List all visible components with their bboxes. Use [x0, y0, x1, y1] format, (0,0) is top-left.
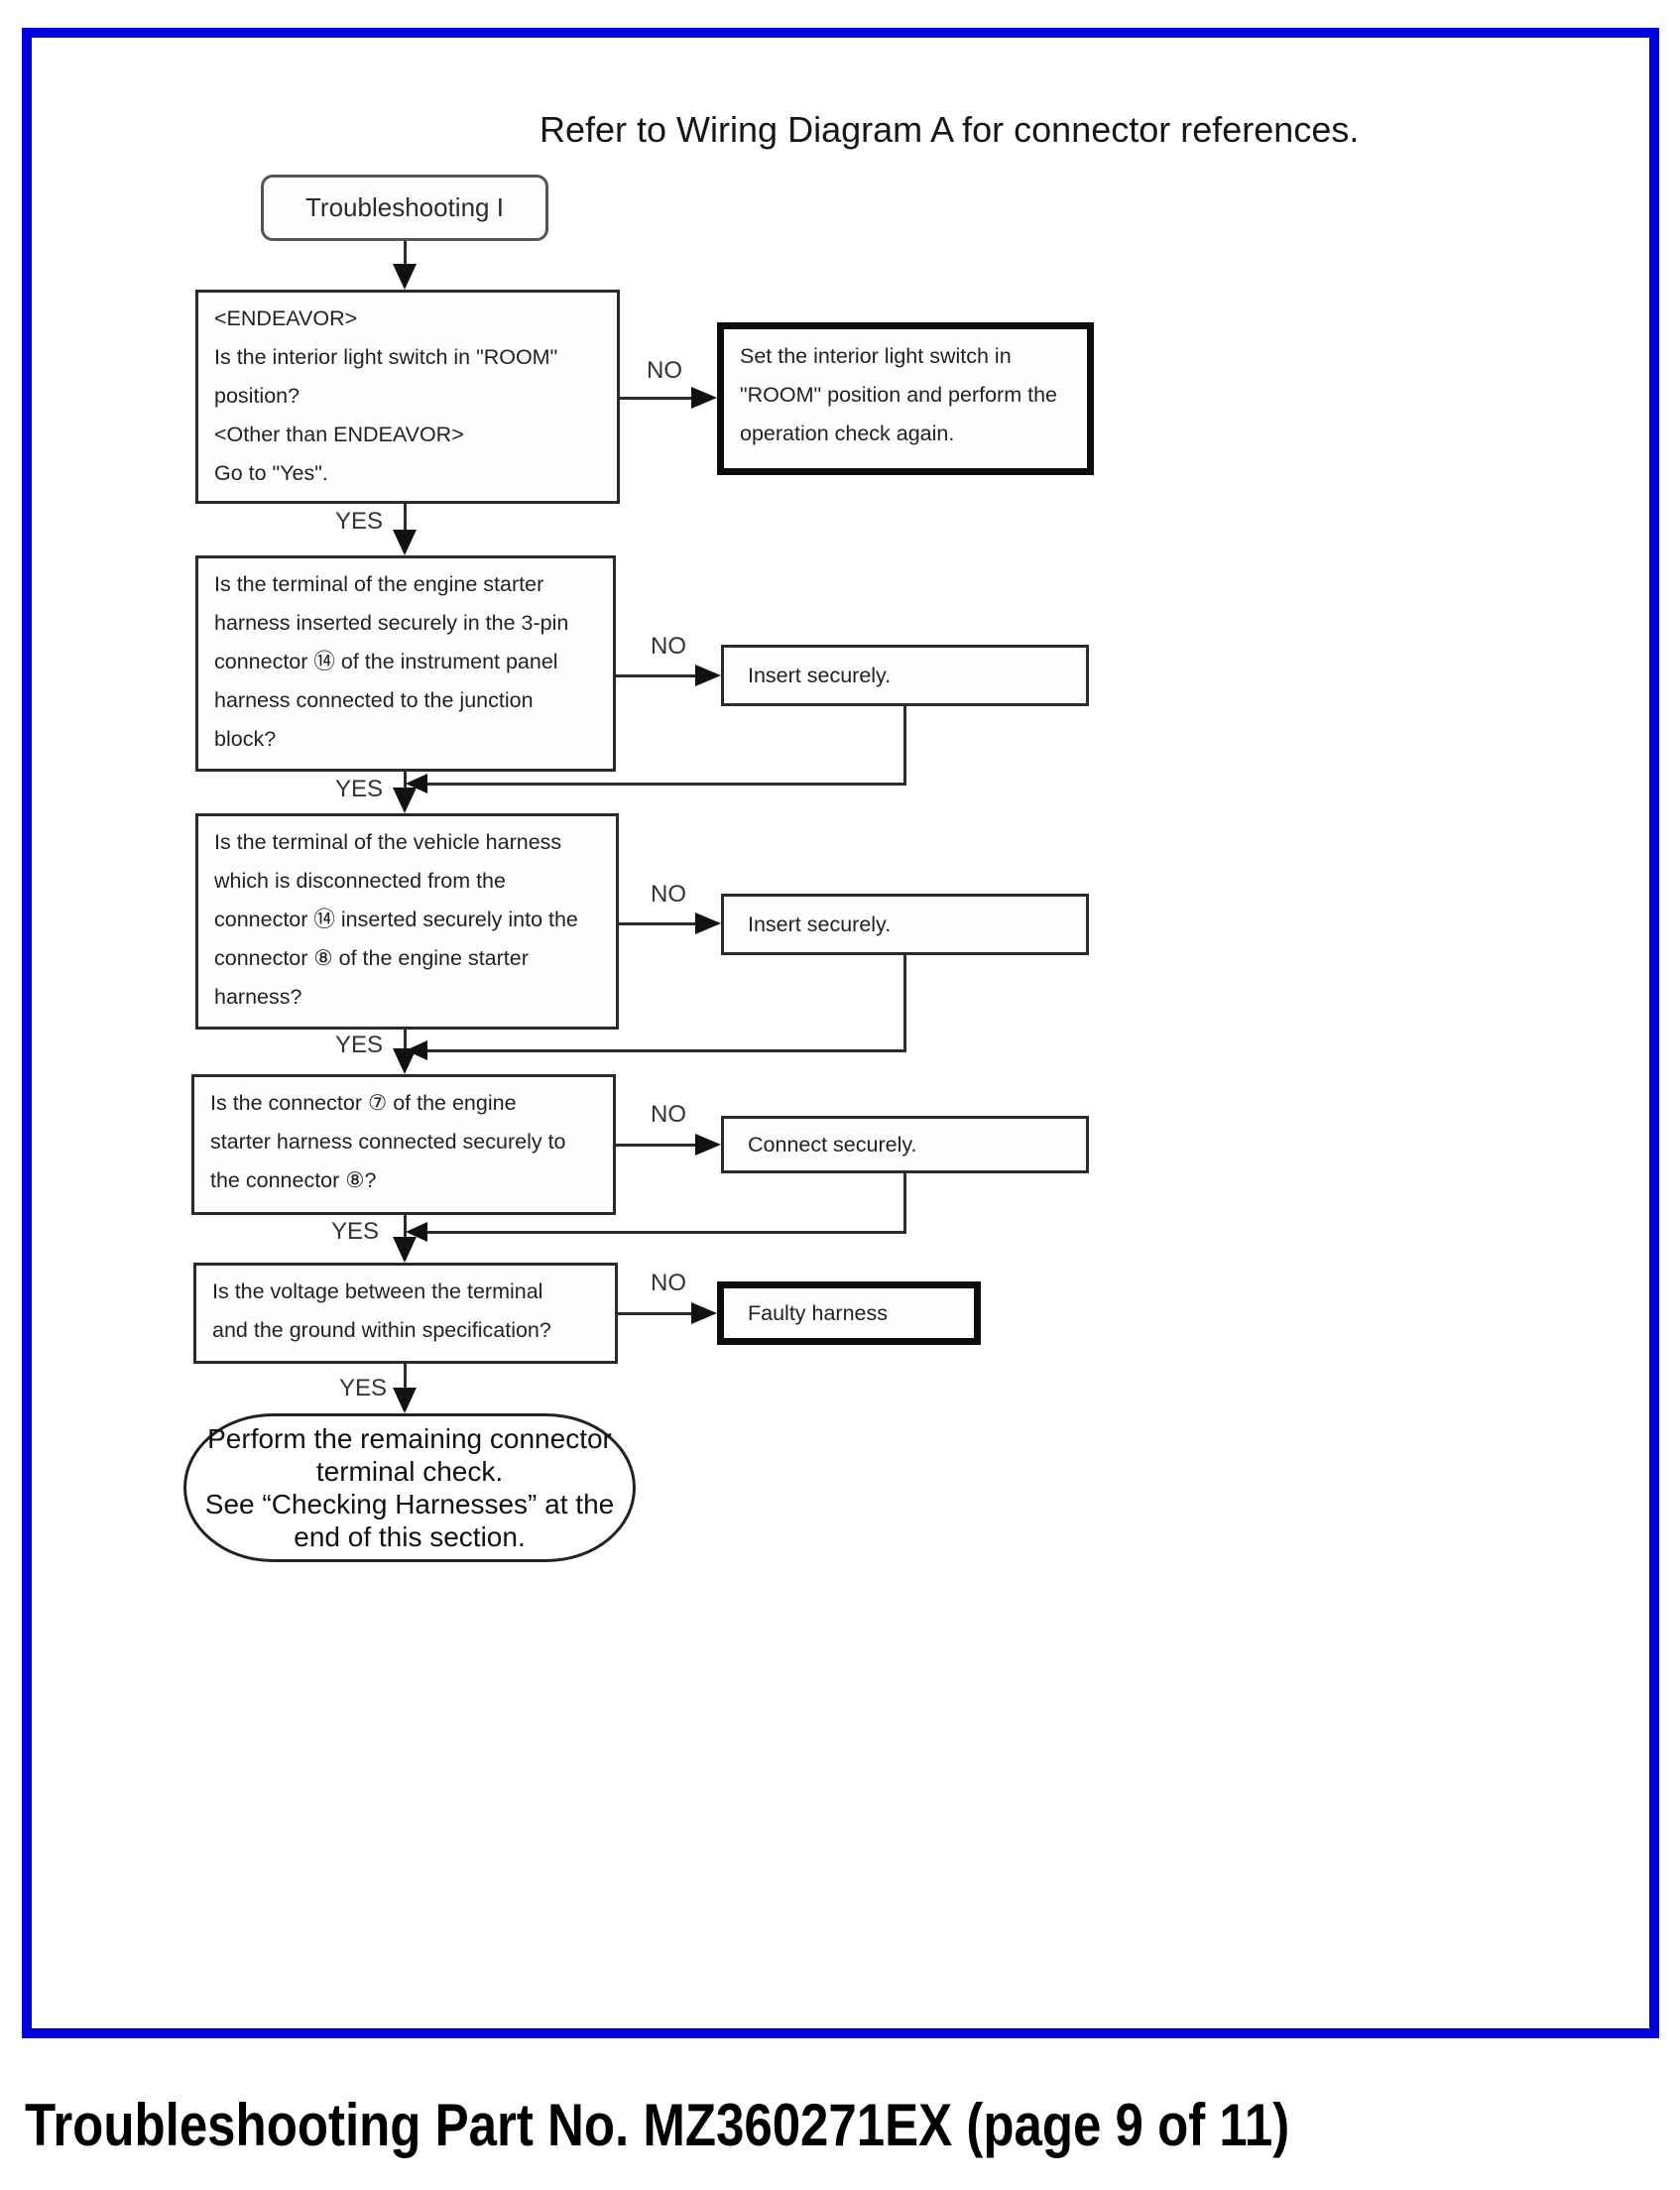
yes-label-4: YES: [331, 1218, 380, 1245]
connector-line: [618, 1312, 693, 1315]
return-line: [903, 704, 906, 786]
arrow-down-icon: [393, 264, 417, 290]
connector-line: [404, 772, 407, 793]
no-label-2: NO: [651, 633, 686, 660]
arrow-right-icon: [695, 912, 721, 934]
connector-line: [616, 1144, 697, 1147]
action-box-4: Connect securely.: [721, 1116, 1089, 1173]
wiring-diagram-note: Refer to Wiring Diagram A for connector …: [540, 109, 1360, 150]
return-line: [424, 1231, 906, 1234]
arrow-down-icon: [393, 530, 417, 555]
action-box-1: Set the interior light switch in "ROOM" …: [717, 322, 1094, 475]
connector-line: [404, 1030, 407, 1052]
arrow-right-icon: [691, 387, 717, 409]
action-box-3: Insert securely.: [721, 894, 1089, 955]
no-label-1: NO: [647, 357, 682, 384]
no-label-3: NO: [651, 881, 686, 908]
decision-box-5: Is the voltage between the terminal and …: [193, 1263, 618, 1364]
connector-line: [404, 241, 407, 269]
arrow-right-icon: [695, 1134, 721, 1156]
connector-line: [619, 922, 697, 925]
connector-line: [404, 1364, 407, 1392]
return-line: [424, 1049, 906, 1052]
arrow-right-icon: [695, 665, 721, 686]
decision-box-3: Is the terminal of the vehicle harness w…: [195, 813, 619, 1030]
arrow-down-icon: [393, 1237, 417, 1263]
connector-line: [620, 397, 693, 400]
flowchart-end-node: Perform the remaining connector terminal…: [183, 1413, 636, 1562]
connector-line: [616, 674, 697, 677]
connector-line: [404, 1215, 407, 1241]
action-box-2: Insert securely.: [721, 645, 1089, 706]
no-label-4: NO: [651, 1101, 686, 1128]
yes-label-5: YES: [339, 1375, 388, 1401]
arrow-right-icon: [691, 1302, 717, 1324]
arrow-down-icon: [393, 788, 417, 813]
flowchart-start-node: Troubleshooting I: [261, 175, 548, 241]
action-box-5: Faulty harness: [717, 1281, 981, 1345]
decision-box-4: Is the connector ⑦ of the engine starter…: [191, 1074, 616, 1215]
arrow-down-icon: [393, 1048, 417, 1074]
arrow-down-icon: [393, 1388, 417, 1413]
return-line: [424, 783, 906, 786]
connector-line: [404, 504, 407, 534]
yes-label-3: YES: [335, 1032, 384, 1058]
yes-label-2: YES: [335, 776, 384, 802]
page-footer-title: Troubleshooting Part No. MZ360271EX (pag…: [25, 2092, 1290, 2158]
no-label-5: NO: [651, 1270, 686, 1296]
return-line: [903, 1171, 906, 1234]
decision-box-1: <ENDEAVOR> Is the interior light switch …: [195, 290, 620, 504]
decision-box-2: Is the terminal of the engine starter ha…: [195, 555, 616, 772]
return-line: [903, 953, 906, 1052]
yes-label-1: YES: [335, 508, 384, 535]
